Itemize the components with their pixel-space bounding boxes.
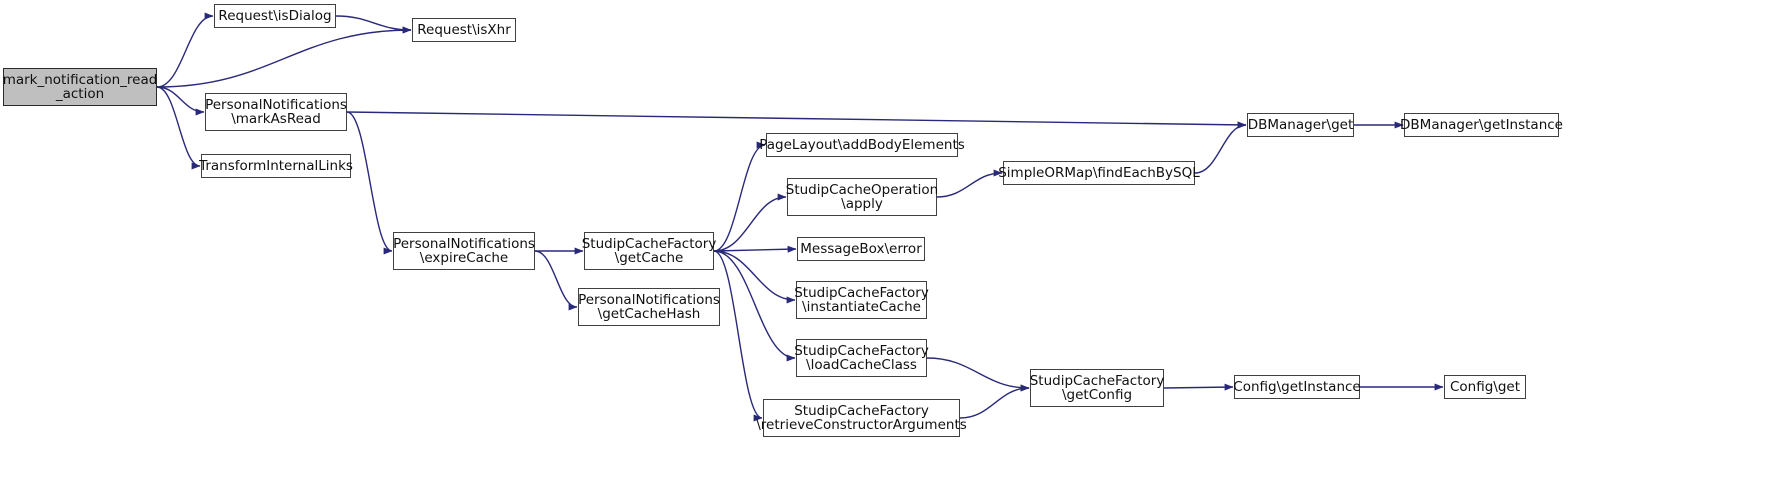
- graph-node-pagelayout_addBodyElements[interactable]: PageLayout\addBodyElements: [759, 133, 965, 157]
- graph-edge-mark_notification_read_action-to-personalnotifications_markAsRead: [156, 86, 205, 116]
- graph-node-label: mark_notification_read _action: [2, 71, 158, 102]
- graph-edge-studipcachefactory_getConfig-to-config_getInstance: [1163, 383, 1234, 391]
- graph-node-personalnotifications_getCacheHash[interactable]: PersonalNotifications \getCacheHash: [578, 288, 720, 326]
- graph-node-dbmanager_get[interactable]: DBManager\get: [1247, 113, 1354, 137]
- graph-node-personalnotifications_expireCache[interactable]: PersonalNotifications \expireCache: [393, 232, 535, 270]
- graph-node-label: DBManager\getInstance: [1400, 116, 1563, 133]
- graph-node-studipcacheoperation_apply[interactable]: StudipCacheOperation \apply: [786, 178, 938, 216]
- graph-edge-mark_notification_read_action-to-request_isXhr: [156, 26, 412, 88]
- graph-node-label: StudipCacheFactory \loadCacheClass: [794, 342, 929, 373]
- graph-node-label: StudipCacheFactory \getCache: [581, 235, 717, 266]
- graph-edge-studipcachefactory_getCache-to-studipcacheoperation_apply: [713, 193, 787, 252]
- graph-node-simpleormap_findEachBySQL[interactable]: SimpleORMap\findEachBySQL: [998, 161, 1200, 185]
- graph-edge-personalnotifications_expireCache-to-personalnotifications_getCacheHash: [534, 250, 578, 311]
- graph-node-request_isXhr[interactable]: Request\isXhr: [412, 18, 516, 42]
- graph-node-config_get[interactable]: Config\get: [1444, 375, 1526, 399]
- graph-node-studipcachefactory_loadCacheClass[interactable]: StudipCacheFactory \loadCacheClass: [794, 339, 929, 377]
- graph-edge-personalnotifications_markAsRead-to-dbmanager_get: [346, 111, 1247, 129]
- graph-node-label: StudipCacheFactory \getConfig: [1029, 372, 1165, 403]
- graph-node-label: PersonalNotifications \getCacheHash: [578, 291, 720, 322]
- graph-node-label: StudipCacheFactory \retrieveConstructorA…: [756, 402, 967, 433]
- graph-node-label: Request\isXhr: [417, 21, 511, 38]
- graph-node-studipcachefactory_retrieveConstructorArguments[interactable]: StudipCacheFactory \retrieveConstructorA…: [756, 399, 967, 437]
- graph-node-mark_notification_read_action[interactable]: mark_notification_read _action: [3, 68, 157, 106]
- graph-edge-mark_notification_read_action-to-transforminternallinks: [156, 86, 201, 170]
- graph-node-label: MessageBox\error: [800, 240, 922, 257]
- graph-edge-request_isDialog-to-request_isXhr: [335, 15, 412, 34]
- graph-node-transforminternallinks[interactable]: TransformInternalLinks: [199, 154, 353, 178]
- graph-node-label: PersonalNotifications \expireCache: [393, 235, 535, 266]
- graph-edge-studipcachefactory_getCache-to-pagelayout_addBodyElements: [713, 141, 766, 252]
- graph-node-label: TransformInternalLinks: [199, 157, 353, 174]
- graph-node-request_isDialog[interactable]: Request\isDialog: [214, 4, 336, 28]
- graph-edge-mark_notification_read_action-to-request_isDialog: [156, 12, 214, 88]
- graph-node-label: StudipCacheOperation \apply: [785, 181, 939, 212]
- graph-edge-studipcacheoperation_apply-to-simpleormap_findEachBySQL: [936, 169, 1003, 198]
- graph-node-label: Config\get: [1449, 378, 1521, 395]
- graph-node-label: PageLayout\addBodyElements: [759, 136, 965, 153]
- graph-node-label: StudipCacheFactory \instantiateCache: [794, 284, 929, 315]
- graph-edge-personalnotifications_markAsRead-to-personalnotifications_expireCache: [346, 111, 393, 255]
- graph-node-label: PersonalNotifications \markAsRead: [205, 96, 347, 127]
- graph-edge-studipcachefactory_getCache-to-studipcachefactory_loadCacheClass: [713, 250, 796, 362]
- graph-node-label: Request\isDialog: [218, 7, 332, 24]
- graph-edge-studipcachefactory_loadCacheClass-to-studipcachefactory_getConfig: [926, 357, 1030, 392]
- graph-node-dbmanager_getInstance[interactable]: DBManager\getInstance: [1400, 113, 1563, 137]
- graph-node-studipcachefactory_getConfig[interactable]: StudipCacheFactory \getConfig: [1030, 369, 1164, 407]
- graph-node-studipcachefactory_instantiateCache[interactable]: StudipCacheFactory \instantiateCache: [794, 281, 929, 319]
- graph-node-config_getInstance[interactable]: Config\getInstance: [1233, 375, 1361, 399]
- graph-edge-studipcachefactory_getCache-to-messagebox_error: [713, 245, 797, 253]
- graph-node-studipcachefactory_getCache[interactable]: StudipCacheFactory \getCache: [582, 232, 716, 270]
- graph-edge-studipcachefactory_getCache-to-studipcachefactory_instantiateCache: [713, 250, 796, 304]
- graph-node-label: DBManager\get: [1247, 116, 1354, 133]
- graph-edge-studipcachefactory_getCache-to-studipcachefactory_retrieveConstructorArguments: [713, 250, 763, 422]
- graph-node-label: SimpleORMap\findEachBySQL: [998, 164, 1200, 181]
- graph-node-personalnotifications_markAsRead[interactable]: PersonalNotifications \markAsRead: [205, 93, 347, 131]
- graph-node-messagebox_error[interactable]: MessageBox\error: [797, 237, 925, 261]
- graph-node-label: Config\getInstance: [1233, 378, 1361, 395]
